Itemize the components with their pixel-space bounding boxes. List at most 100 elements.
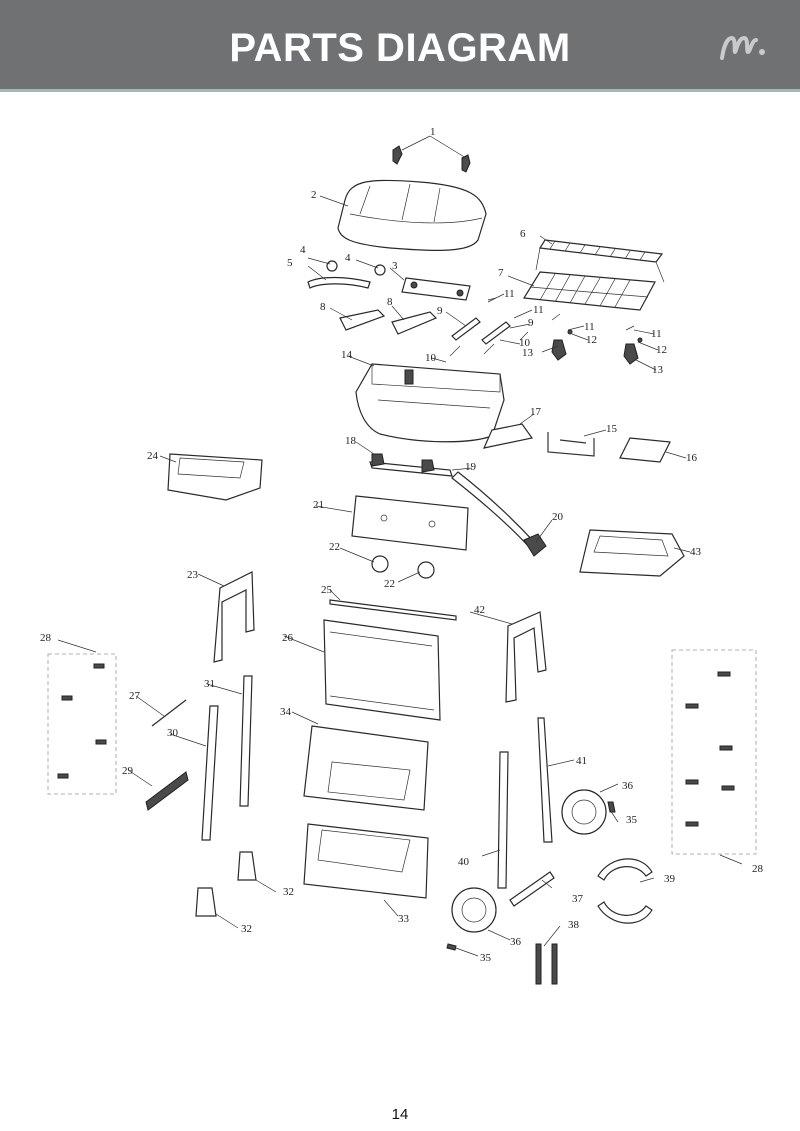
callout-19: 19 bbox=[465, 461, 477, 473]
callout-13a: 13 bbox=[522, 347, 534, 359]
callout-32b: 32 bbox=[241, 923, 252, 935]
callout-36b: 36 bbox=[510, 936, 522, 948]
part-43-right-side-table bbox=[579, 529, 685, 577]
part-42-right-frame bbox=[505, 611, 547, 703]
callout-22b: 22 bbox=[384, 578, 395, 590]
callout-36a: 36 bbox=[622, 780, 634, 792]
callout-42: 42 bbox=[474, 604, 485, 616]
callout-21: 21 bbox=[313, 499, 324, 511]
part-28-hardware-left bbox=[47, 653, 117, 795]
callout-39: 39 bbox=[664, 873, 676, 885]
part-7-cooking-grate bbox=[522, 271, 656, 311]
part-39-tank-straps bbox=[597, 858, 653, 924]
callout-13b: 13 bbox=[652, 364, 664, 376]
callout-18: 18 bbox=[345, 435, 357, 447]
brand-m-logo-icon bbox=[720, 35, 765, 60]
callout-28a: 28 bbox=[40, 632, 52, 644]
part-26-bottom-frame bbox=[323, 619, 441, 721]
part-8-flame-tamers bbox=[339, 309, 438, 335]
callout-11a: 11 bbox=[504, 288, 515, 300]
callout-40: 40 bbox=[458, 856, 470, 868]
callout-6: 6 bbox=[520, 228, 526, 240]
part-32-feet bbox=[195, 851, 257, 917]
part-29-bracket bbox=[145, 771, 189, 811]
part-33-cabinet-door bbox=[303, 823, 429, 899]
part-41-leg bbox=[537, 717, 553, 843]
part-14-firebox bbox=[355, 363, 505, 443]
part-35-axle-pins bbox=[446, 801, 616, 951]
part-31-leg bbox=[239, 675, 253, 807]
callout-37: 37 bbox=[572, 893, 584, 905]
callout-29: 29 bbox=[122, 765, 134, 777]
callout-33: 33 bbox=[398, 913, 410, 925]
callout-15: 15 bbox=[606, 423, 618, 435]
callout-30: 30 bbox=[167, 727, 179, 739]
leader-lines bbox=[57, 135, 743, 957]
callout-23: 23 bbox=[187, 569, 199, 581]
part-19-gas-manifold bbox=[369, 453, 547, 557]
part-3-plate bbox=[401, 277, 471, 301]
part-40-leg bbox=[497, 751, 509, 889]
part-28-hardware-right bbox=[671, 649, 757, 855]
callout-11b: 11 bbox=[533, 304, 544, 316]
part-37-axle-bracket bbox=[509, 871, 555, 907]
callout-17: 17 bbox=[530, 406, 542, 418]
callout-11c: 11 bbox=[584, 321, 595, 333]
part-13-igniter-brackets bbox=[551, 329, 643, 365]
callout-35b: 35 bbox=[480, 952, 492, 964]
callout-4b: 4 bbox=[345, 252, 351, 264]
callout-9a: 9 bbox=[437, 305, 443, 317]
part-17-heat-deflector bbox=[482, 423, 534, 449]
part-9-burners bbox=[449, 297, 635, 357]
callout-8b: 8 bbox=[387, 296, 393, 308]
page-title: PARTS DIAGRAM bbox=[229, 26, 571, 70]
part-30-leg bbox=[201, 705, 219, 841]
callout-25: 25 bbox=[321, 584, 333, 596]
callout-43: 43 bbox=[690, 546, 702, 558]
callout-16: 16 bbox=[686, 452, 698, 464]
callout-34: 34 bbox=[280, 706, 292, 718]
part-36-wheels bbox=[451, 789, 607, 933]
part-34-cabinet-door bbox=[303, 725, 429, 811]
callout-38: 38 bbox=[568, 919, 580, 931]
callout-35a: 35 bbox=[626, 814, 638, 826]
callout-20: 20 bbox=[552, 511, 564, 523]
callout-9b: 9 bbox=[528, 317, 534, 329]
callout-12a: 12 bbox=[586, 334, 597, 346]
callout-10b: 10 bbox=[425, 352, 437, 364]
callout-5: 5 bbox=[287, 257, 293, 269]
callout-labels: 1 2 3 4 4 5 6 7 8 8 9 9 10 10 11 11 11 1… bbox=[40, 126, 764, 964]
callout-2: 2 bbox=[311, 189, 317, 201]
part-38-hooks bbox=[535, 943, 558, 985]
part-4-knobs bbox=[326, 260, 386, 276]
callout-7: 7 bbox=[498, 267, 504, 279]
callout-32a: 32 bbox=[283, 886, 294, 898]
part-16-drip-tray bbox=[619, 437, 671, 463]
callout-14: 14 bbox=[341, 349, 353, 361]
callout-11d: 11 bbox=[651, 328, 662, 340]
callout-3: 3 bbox=[392, 260, 398, 272]
callout-28b: 28 bbox=[752, 863, 764, 875]
part-27-rod bbox=[151, 699, 187, 727]
callout-26: 26 bbox=[282, 632, 294, 644]
part-24-left-side-table bbox=[167, 453, 263, 501]
part-6-warming-rack bbox=[535, 239, 665, 283]
callout-12b: 12 bbox=[656, 344, 667, 356]
callout-27: 27 bbox=[129, 690, 141, 702]
part-23-left-frame bbox=[213, 571, 255, 663]
callout-24: 24 bbox=[147, 450, 159, 462]
part-1-lid-hooks bbox=[392, 145, 471, 173]
page-header: PARTS DIAGRAM bbox=[0, 0, 800, 92]
parts-exploded-diagram: 1 2 3 4 4 5 6 7 8 8 9 9 10 10 11 11 11 1… bbox=[0, 92, 800, 1092]
part-22-control-knobs bbox=[371, 555, 435, 579]
callout-1: 1 bbox=[430, 126, 436, 138]
callout-8a: 8 bbox=[320, 301, 326, 313]
page-number: 14 bbox=[391, 1106, 409, 1123]
part-25-crossbar bbox=[329, 599, 457, 621]
callout-41: 41 bbox=[576, 755, 587, 767]
callout-10a: 10 bbox=[519, 337, 531, 349]
part-2-lid bbox=[337, 179, 487, 251]
part-15-bracket bbox=[547, 432, 595, 457]
callout-4a: 4 bbox=[300, 244, 306, 256]
part-21-control-panel bbox=[351, 495, 469, 551]
